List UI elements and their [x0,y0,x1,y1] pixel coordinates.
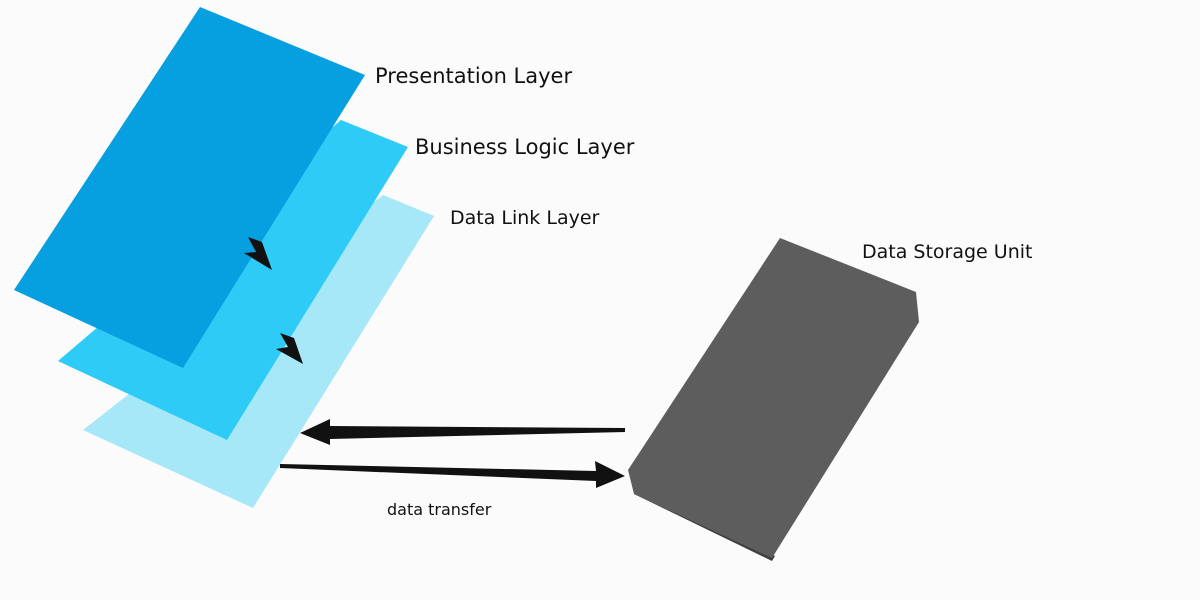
data-transfer-label: data transfer [387,500,492,519]
data-link-layer-label: Data Link Layer [450,207,600,229]
presentation-layer-plane [14,7,365,368]
data-storage-unit-label: Data Storage Unit [862,241,1032,263]
arrow-business-to-datalink-icon [276,333,303,364]
transfer-arrow-to-layers [300,419,625,445]
transfer-arrow-to-storage [280,461,625,488]
data-storage-unit [628,238,919,558]
presentation-layer-label: Presentation Layer [375,64,572,88]
business-logic-layer-label: Business Logic Layer [415,135,635,159]
arrow-presentation-to-business-icon [244,237,272,270]
